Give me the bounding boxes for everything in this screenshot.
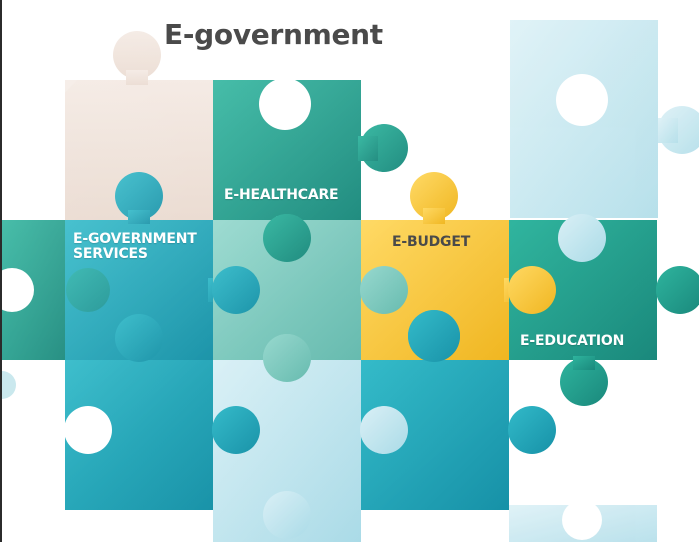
page-title: E-government — [164, 18, 383, 51]
budget-label: E-BUDGET — [392, 234, 471, 250]
government-services-label-line2: SERVICES — [73, 246, 148, 262]
education-label: E-EDUCATION — [520, 333, 625, 349]
government-services-label-line1: E-GOVERNMENT — [73, 231, 197, 247]
healthcare-label: E-HEALTHCARE — [224, 187, 339, 203]
government-services-label: E-GOVERNMENT SERVICES — [73, 232, 197, 262]
